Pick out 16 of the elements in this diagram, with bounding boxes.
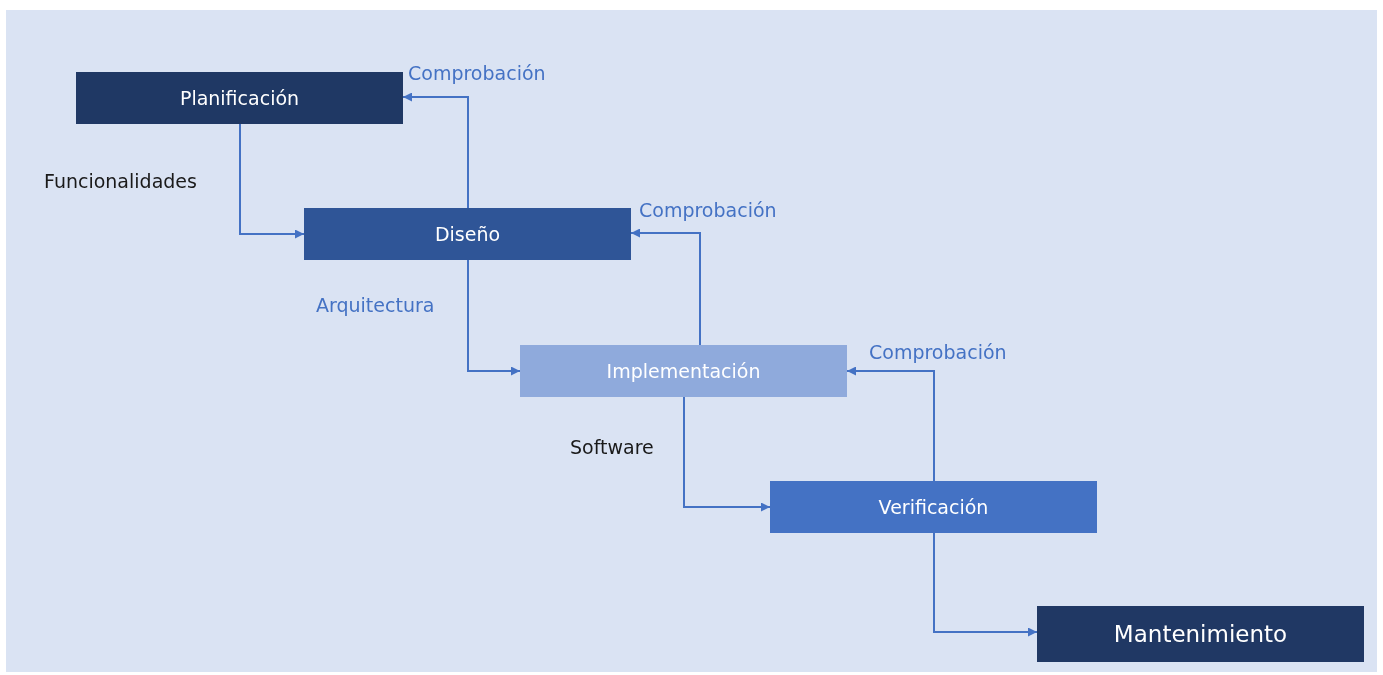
arrow <box>630 228 701 346</box>
process-box: Implementación <box>520 345 847 397</box>
arrow <box>683 396 771 512</box>
edge-label: Arquitectura <box>316 294 435 316</box>
arrow <box>467 259 521 376</box>
process-box: Mantenimiento <box>1037 606 1364 662</box>
process-box: Verificación <box>770 481 1097 533</box>
arrow <box>846 366 935 482</box>
arrow <box>933 532 1038 637</box>
edge-label: Comprobación <box>869 341 1007 363</box>
arrow <box>402 92 469 209</box>
edge-label: Comprobación <box>408 62 546 84</box>
process-box: Diseño <box>304 208 631 260</box>
process-box: Planificación <box>76 72 403 124</box>
edge-label: Comprobación <box>639 199 777 221</box>
arrow <box>239 123 305 239</box>
